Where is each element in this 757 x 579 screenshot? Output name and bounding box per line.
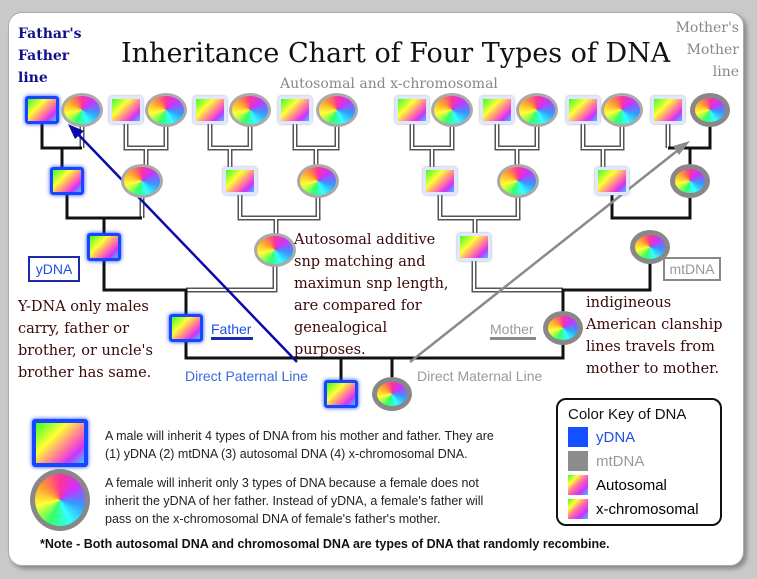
male-node <box>595 167 629 195</box>
female-node <box>601 93 643 127</box>
father-label: Father <box>211 321 254 340</box>
color-key: Color Key of DNA yDNA mtDNA Autosomal x-… <box>556 398 722 526</box>
male-node <box>278 96 312 124</box>
female-legend-icon <box>30 469 90 531</box>
female-node <box>145 93 187 127</box>
mtdna-note: indigineous American clanship lines trav… <box>586 292 723 380</box>
note-line: carry, father or <box>18 321 130 337</box>
mtdna-swatch <box>568 451 588 471</box>
subtitle: Autosomal and x-chromosomal <box>280 76 498 92</box>
key-label: x-chromosomal <box>596 500 699 518</box>
x-chromosomal-swatch <box>568 499 588 519</box>
note-line: Autosomal additive <box>294 232 436 248</box>
male-node <box>480 96 514 124</box>
key-autosomal: Autosomal <box>568 473 720 497</box>
female-node <box>516 93 558 127</box>
female-node <box>121 164 163 198</box>
female-node <box>254 233 296 267</box>
note-line: lines travels from <box>586 339 715 355</box>
ydna-swatch <box>568 427 588 447</box>
key-label: Autosomal <box>596 476 667 494</box>
key-mtdna: mtDNA <box>568 449 720 473</box>
female-node <box>61 93 103 127</box>
male-node <box>457 233 491 261</box>
label-line: Fathar's <box>18 26 82 42</box>
male-node <box>566 96 600 124</box>
female-node-maternal <box>670 164 710 198</box>
note-line: mother to mother. <box>586 361 720 377</box>
note-line: maximun snp length, <box>294 276 449 292</box>
ydna-label: yDNA <box>28 256 80 282</box>
fathers-father-line-label: Fathar's Father line <box>18 23 82 89</box>
label-line: Mother's <box>675 20 739 36</box>
label-line: Father <box>18 48 70 64</box>
mother-node <box>543 311 583 345</box>
female-node <box>497 164 539 198</box>
note-line: indigineous <box>586 295 672 311</box>
autosomal-swatch <box>568 475 588 495</box>
note-line: brother, or uncle's <box>18 343 153 359</box>
male-node <box>193 96 227 124</box>
desc-line: (1) yDNA (2) mtDNA (3) autosomal DNA (4)… <box>105 447 468 461</box>
desc-line: A female will inherit only 3 types of DN… <box>105 476 479 490</box>
autosomal-note: Autosomal additive snp matching and maxi… <box>294 229 449 361</box>
label-line: Mother <box>686 42 739 58</box>
male-description: A male will inherit 4 types of DNA from … <box>105 427 494 463</box>
note-line: snp matching and <box>294 254 426 270</box>
paternal-arrow <box>68 124 298 363</box>
note-line: are compared for <box>294 298 422 314</box>
desc-line: A male will inherit 4 types of DNA from … <box>105 429 494 443</box>
male-node <box>223 167 257 195</box>
ydna-note: Y-DNA only males carry, father or brothe… <box>18 296 153 384</box>
male-node-paternal <box>87 233 121 261</box>
label-line: line <box>18 70 48 86</box>
father-node <box>169 314 203 342</box>
male-legend-icon <box>32 419 88 467</box>
note-line: American clanship <box>586 317 723 333</box>
maternal-arrow <box>409 141 690 363</box>
female-description: A female will inherit only 3 types of DN… <box>105 474 483 528</box>
female-node <box>316 93 358 127</box>
note-line: genealogical <box>294 320 388 336</box>
label-line: line <box>712 64 739 80</box>
footnote: *Note - Both autosomal DNA and chromosom… <box>40 537 610 551</box>
male-node <box>423 167 457 195</box>
female-node <box>229 93 271 127</box>
desc-line: pass on the x-chromosomal DNA of female'… <box>105 512 441 526</box>
page-title: Inheritance Chart of Four Types of DNA <box>121 38 671 69</box>
color-key-title: Color Key of DNA <box>568 406 687 423</box>
desc-line: inherit the yDNA of her father. Instead … <box>105 494 484 508</box>
note-line: Y-DNA only males <box>18 299 149 315</box>
mothers-mother-line-label: Mother's Mother line <box>676 17 739 83</box>
mtdna-label: mtDNA <box>663 257 721 281</box>
female-node <box>431 93 473 127</box>
note-line: brother has same. <box>18 365 152 381</box>
male-node <box>109 96 143 124</box>
female-node <box>297 164 339 198</box>
maternal-line-label: Direct Maternal Line <box>417 368 543 384</box>
male-node-paternal <box>50 167 84 195</box>
male-node <box>395 96 429 124</box>
female-node-maternal <box>690 93 730 127</box>
son-node <box>324 380 358 408</box>
paternal-line-label: Direct Paternal Line <box>185 368 308 384</box>
key-label: yDNA <box>596 428 636 446</box>
key-x-chromosomal: x-chromosomal <box>568 497 720 521</box>
male-node <box>651 96 685 124</box>
key-ydna: yDNA <box>568 425 720 449</box>
daughter-node <box>372 377 412 411</box>
mother-label: Mother <box>490 321 536 340</box>
key-label: mtDNA <box>596 452 645 470</box>
note-line: purposes. <box>294 342 366 358</box>
male-node-paternal <box>25 96 59 124</box>
